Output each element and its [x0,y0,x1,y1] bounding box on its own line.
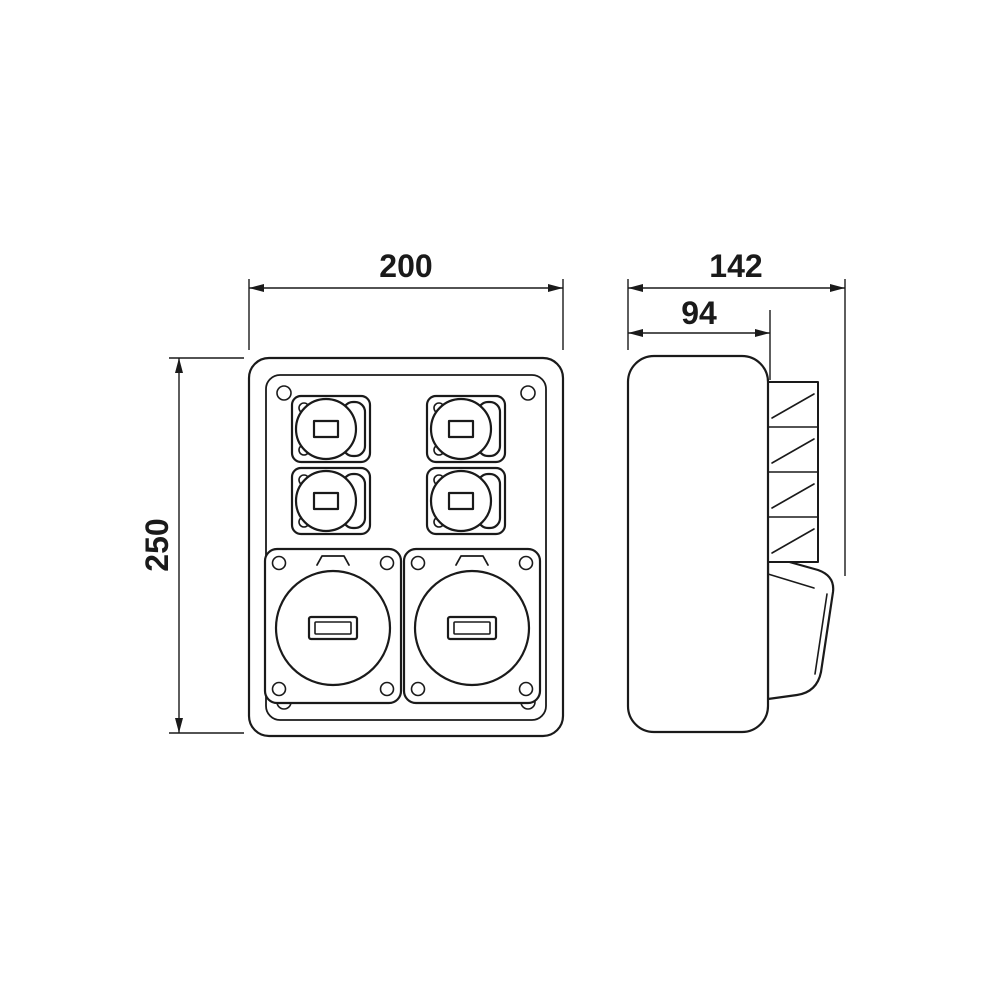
dimension-front-width: 200 [248,248,564,350]
arrowhead-bottom [175,718,183,733]
arrowhead-right [548,284,563,292]
front-view [247,356,565,738]
side-angled-socket-line [767,573,815,589]
dimension-overall-depth: 142 [627,248,846,576]
arrowhead-left [249,284,264,292]
cee-socket-small-top-right [425,394,507,464]
dimension-label-overall-depth: 142 [709,248,762,284]
dimension-label-front-width: 200 [379,248,432,284]
cee-socket-small-mid-left [290,466,372,536]
arrowhead-top [175,358,183,373]
dimension-body-depth: 94 [628,295,771,380]
arrowhead-left [628,329,643,337]
socket-large-bottom-right [402,547,542,705]
cee-socket-small-top-left [290,394,372,464]
side-lid-line [771,393,815,419]
side-angled-socket-face [814,593,828,675]
dimension-label-height: 250 [139,518,175,571]
faceplate-screw [276,385,292,401]
arrowhead-right [830,284,845,292]
cee-socket-small-mid-right [425,466,507,536]
arrowhead-left [628,284,643,292]
dimension-label-body-depth: 94 [681,295,717,331]
socket-large-bottom-left [263,547,403,705]
side-socket-block [767,381,819,563]
side-lid-line [771,483,815,509]
dimension-height: 250 [139,357,244,734]
arrowhead-right [755,329,770,337]
side-lid-line [771,438,815,464]
side-view [626,354,835,734]
faceplate-screw [520,385,536,401]
side-body-outline [626,354,770,734]
side-lid-line [771,528,815,554]
